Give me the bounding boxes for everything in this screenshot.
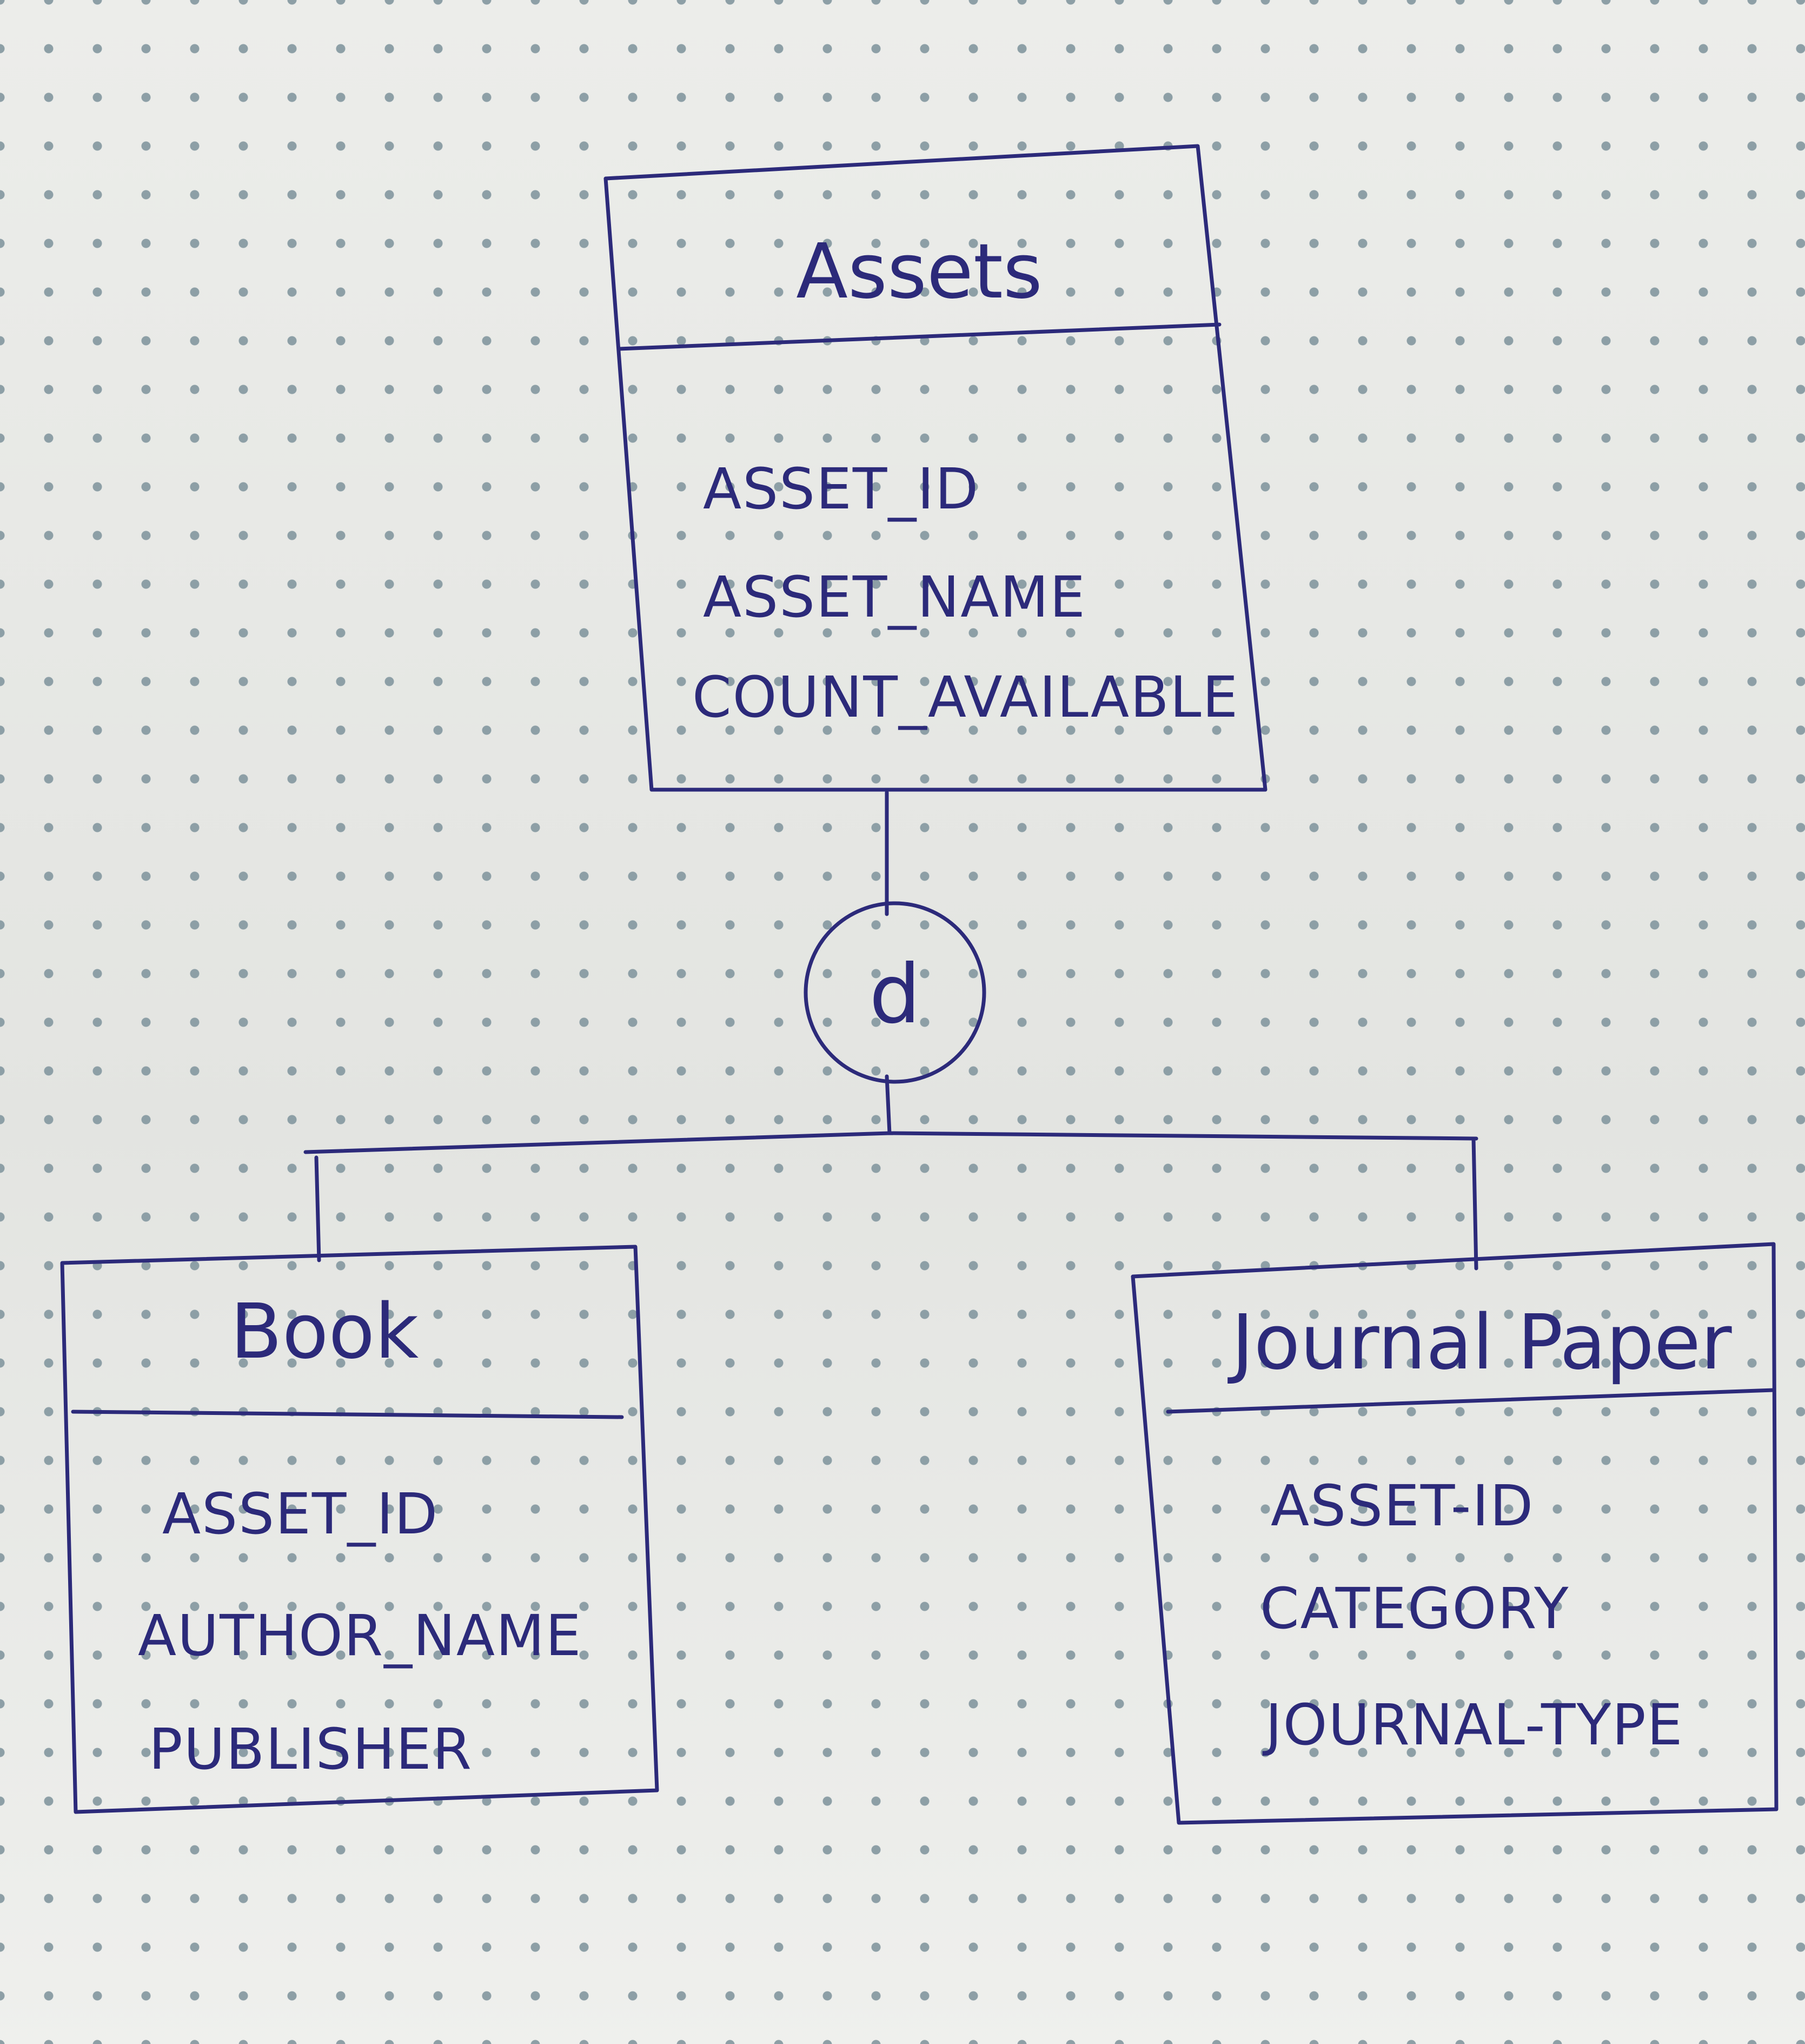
entity-journal-paper-attr-2: CATEGORY: [1260, 1576, 1570, 1642]
entity-assets-attr-1: ASSET_ID: [703, 456, 979, 522]
entity-book-divider: [71, 1410, 624, 1419]
connector-bar-to-journal: [1471, 1136, 1478, 1271]
disjoint-symbol: d: [869, 948, 920, 1042]
entity-assets-box: [603, 144, 1268, 792]
entity-assets-attr-2: ASSET_NAME: [703, 564, 1086, 630]
specialization-bar: [303, 1131, 1478, 1154]
entity-book-attr-1: ASSET_ID: [162, 1481, 439, 1547]
entity-journal-paper-attr-1: ASSET-ID: [1271, 1473, 1534, 1539]
connector-bar-to-book: [314, 1155, 321, 1262]
entity-book-box: [60, 1245, 659, 1814]
entity-assets: Assets ASSET_ID ASSET_NAME COUNT_AVAILAB…: [603, 144, 1268, 792]
entity-journal-paper-divider: [1166, 1388, 1776, 1414]
entity-journal-paper: Journal Paper ASSET-ID CATEGORY JOURNAL-…: [1131, 1242, 1779, 1825]
entity-journal-paper-box: [1131, 1242, 1779, 1825]
entity-book: Book ASSET_ID AUTHOR_NAME PUBLISHER: [60, 1245, 659, 1814]
entity-journal-paper-title: Journal Paper: [1227, 1299, 1732, 1387]
entity-book-title: Book: [230, 1288, 419, 1376]
specialization: d: [303, 790, 1478, 1271]
entity-assets-divider: [617, 322, 1222, 351]
entity-journal-paper-attr-3: JOURNAL-TYPE: [1262, 1692, 1683, 1758]
entity-assets-title: Assets: [796, 228, 1043, 316]
disjoint-circle: [804, 901, 986, 1084]
entity-book-attr-2: AUTHOR_NAME: [138, 1603, 582, 1669]
connector-circle-to-bar: [885, 1074, 892, 1135]
entity-book-attr-3: PUBLISHER: [149, 1716, 473, 1782]
entity-assets-attr-3: COUNT_AVAILABLE: [692, 664, 1239, 730]
